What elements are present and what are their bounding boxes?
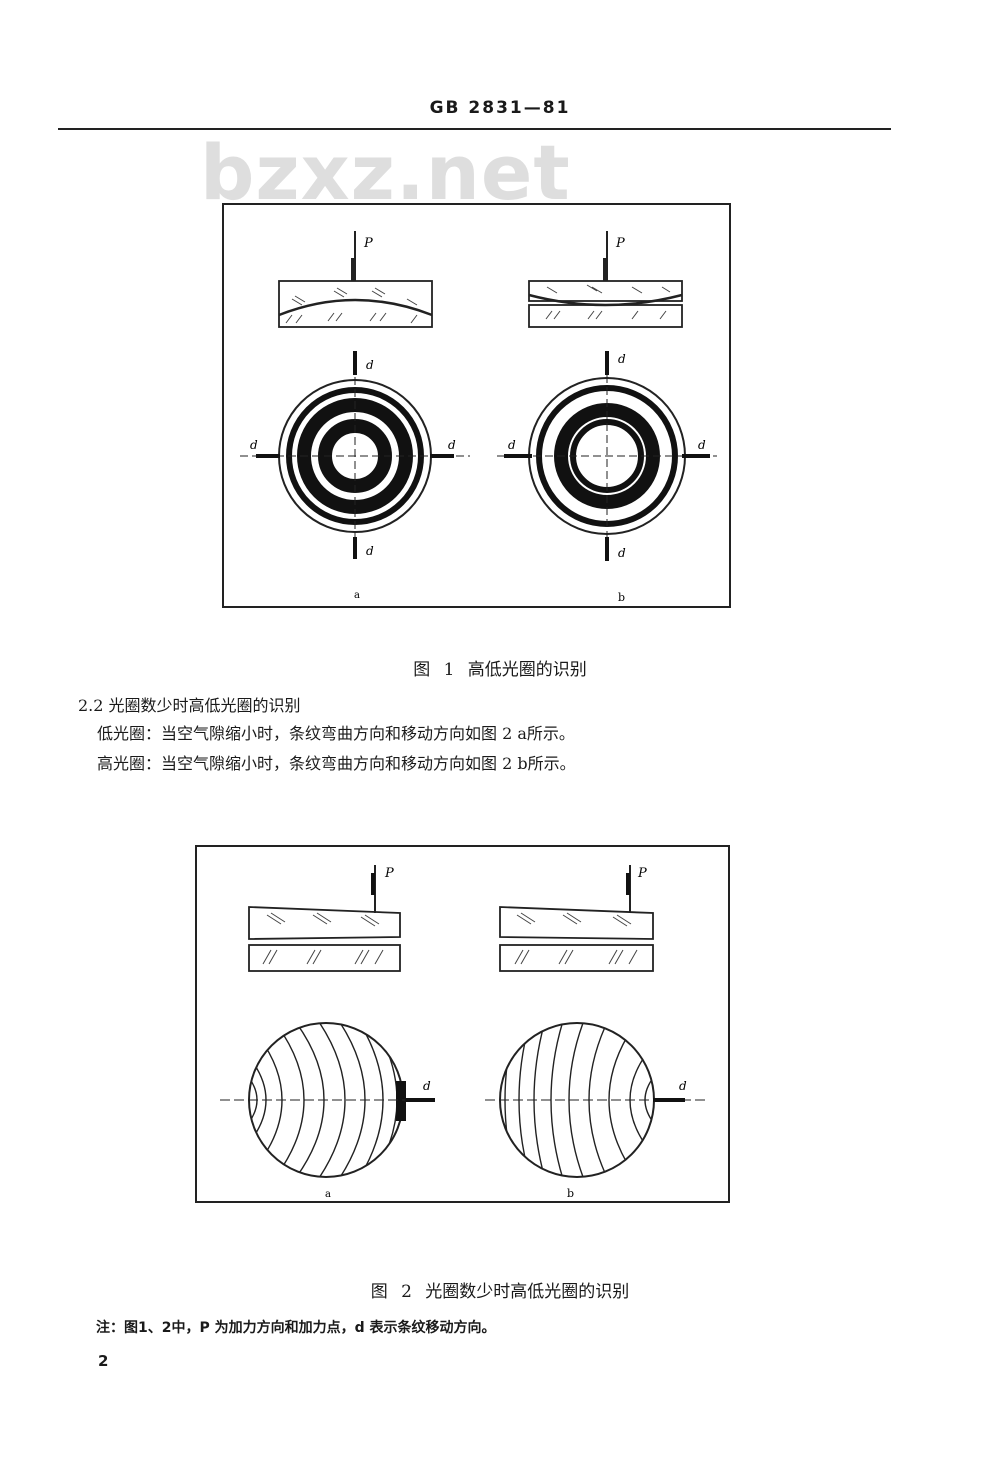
figure-2-b-direction-label: d <box>679 1079 687 1093</box>
figure-1-panel-b-label: b <box>618 591 625 604</box>
figure-1-caption: 图 1 高低光圈的识别 <box>413 660 587 680</box>
figure-1-b-d-top: d <box>618 352 626 366</box>
figure-2-panel-a-fringes: d <box>220 1022 435 1178</box>
figure-2-caption: 图 2 光圈数少时高低光圈的识别 <box>370 1282 630 1302</box>
figure-2-panel-b-plates: P <box>499 865 654 972</box>
figure-1-frame <box>222 203 731 608</box>
figure-1-a-d-right: d <box>448 438 456 452</box>
figure-1-b-d-left: d <box>508 438 516 452</box>
figure-1: P P d <box>222 203 731 608</box>
figure-1-a-d-bottom: d <box>366 544 374 558</box>
figure-1-panel-b-plates: P <box>528 231 683 328</box>
figure-2-panel-b-fringes: d <box>485 1022 705 1178</box>
figure-1-force-label-b: P <box>615 236 625 251</box>
figure-2: P P <box>195 845 730 1203</box>
figure-2-panel-a-label: a <box>325 1189 331 1200</box>
high-ring-paragraph: 高光圈：当空气隙缩小时，条纹弯曲方向和移动方向如图 2 b所示。 <box>97 754 576 773</box>
page-number: 2 <box>98 1352 109 1370</box>
watermark-logo: bzxz.net <box>200 128 571 217</box>
figure-2-force-label-a: P <box>384 866 394 881</box>
figure-1-panel-a-rings: d d d d <box>240 351 470 559</box>
header-rule <box>58 128 891 130</box>
figure-1-panel-a-label: a <box>354 590 360 601</box>
figure-1-force-label-a: P <box>363 236 373 251</box>
figure-2-force-label-b: P <box>637 866 647 881</box>
figure-2-a-direction-label: d <box>423 1079 431 1093</box>
figure-1-panel-a-plates: P <box>278 231 433 328</box>
figure-1-a-d-left: d <box>250 438 258 452</box>
footnote: 注：图1、2中，P 为加力方向和加力点，d 表示条纹移动方向。 <box>96 1320 496 1336</box>
figure-2-frame <box>195 845 730 1203</box>
figure-1-panel-b-rings: d d d d <box>497 351 717 561</box>
low-ring-paragraph: 低光圈：当空气隙缩小时，条纹弯曲方向和移动方向如图 2 a所示。 <box>97 724 575 743</box>
figure-1-a-d-top: d <box>366 358 374 372</box>
figure-1-b-d-right: d <box>698 438 706 452</box>
figure-2-panel-b-label: b <box>567 1187 574 1200</box>
section-heading: 2.2 光圈数少时高低光圈的识别 <box>78 696 301 715</box>
figure-1-b-d-bottom: d <box>618 546 626 560</box>
standard-code-header: GB 2831—81 <box>429 98 571 118</box>
figure-2-panel-a-plates: P <box>248 865 401 972</box>
